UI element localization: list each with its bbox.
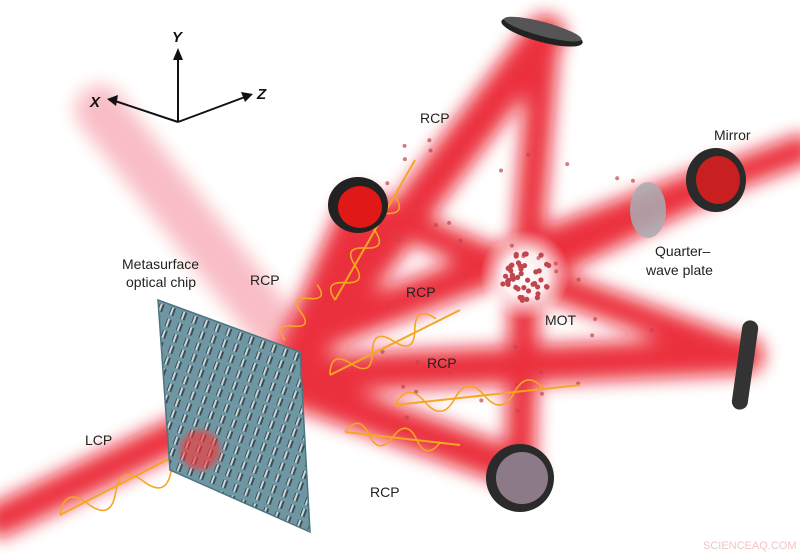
stray-atom (514, 382, 519, 387)
atom (525, 288, 532, 294)
label-rcp-left: RCP (250, 272, 280, 288)
stray-atom (386, 306, 391, 311)
stray-atom (461, 274, 466, 279)
label-rcp-top: RCP (420, 110, 450, 126)
axis-x-label: X (89, 94, 101, 111)
atom (538, 277, 544, 283)
stray-atom (521, 254, 526, 259)
stray-atom (593, 316, 598, 321)
atom (514, 274, 521, 280)
atom (544, 261, 550, 267)
stray-atom (427, 138, 432, 143)
stray-atom (536, 256, 541, 261)
atom (534, 284, 541, 290)
axis-y-label: Y (172, 29, 184, 46)
stray-atom (649, 327, 654, 332)
stray-atom (428, 148, 433, 153)
stray-atom (565, 162, 570, 167)
label-quarter-wave-2: wave plate (645, 262, 713, 278)
atom (505, 277, 512, 283)
mirror-far-right (731, 320, 759, 410)
stray-atom (380, 238, 385, 243)
atom (530, 281, 536, 287)
stray-atom (554, 269, 559, 274)
atom (508, 268, 514, 274)
atom (515, 260, 522, 266)
stray-atom (446, 370, 451, 375)
atom (535, 291, 541, 297)
coordinate-axes (107, 48, 253, 123)
atom (509, 274, 516, 280)
stray-atom (415, 360, 420, 365)
stray-atom (447, 220, 452, 225)
atom (544, 284, 550, 290)
atom (524, 296, 530, 302)
mirror-top (501, 16, 583, 47)
stray-atom (414, 389, 419, 394)
stray-atom (380, 349, 385, 354)
atom (502, 273, 509, 279)
atom (521, 262, 528, 269)
stray-atom (404, 415, 409, 420)
atom (519, 297, 525, 303)
label-rcp-mid: RCP (406, 284, 436, 300)
stray-atom (539, 391, 544, 396)
atom (538, 252, 544, 258)
stray-atom (539, 370, 544, 375)
quarter-wave-plate (630, 182, 666, 238)
label-chip-2: optical chip (126, 274, 196, 290)
mot-glow (480, 230, 570, 320)
label-lcp: LCP (85, 432, 112, 448)
atom (525, 277, 531, 283)
stray-atom (515, 408, 520, 413)
stray-atom (402, 157, 407, 162)
mirror-left (328, 177, 388, 233)
stray-atom (553, 261, 558, 266)
atom (536, 268, 542, 274)
stray-atom (526, 152, 531, 157)
stray-atom (397, 237, 402, 242)
stray-atom (615, 176, 620, 181)
stray-atom (513, 344, 518, 349)
watermark: SCIENCEAQ.COM (703, 540, 797, 552)
stray-atom (630, 178, 635, 183)
chip-input-glow (180, 430, 220, 470)
mirror-bottom (486, 444, 554, 512)
stray-atom (402, 143, 407, 148)
stray-atom (385, 181, 390, 186)
label-chip-1: Metasurface (122, 256, 199, 272)
atom (518, 271, 524, 277)
stray-atom (479, 398, 484, 403)
mot-atom-cloud (380, 138, 654, 420)
stray-atom (433, 223, 438, 228)
atom (513, 251, 519, 258)
axis-z-label: Z (256, 86, 267, 103)
stray-atom (509, 243, 514, 248)
mirror-right (686, 148, 746, 212)
label-rcp-lower: RCP (427, 355, 457, 371)
stray-atom (458, 238, 463, 243)
stray-atom (401, 384, 406, 389)
stray-atom (576, 277, 581, 282)
atom (534, 295, 540, 301)
atom (515, 286, 521, 292)
label-mirror: Mirror (714, 127, 751, 143)
stray-atom (499, 168, 504, 173)
label-quarter-wave-1: Quarter– (655, 243, 710, 259)
label-mot: MOT (545, 312, 577, 328)
label-rcp-bottom: RCP (370, 484, 400, 500)
stray-atom (590, 333, 595, 338)
metasurface-chip (157, 298, 311, 534)
atom (521, 285, 527, 291)
atom (500, 281, 506, 287)
atom (509, 262, 515, 268)
